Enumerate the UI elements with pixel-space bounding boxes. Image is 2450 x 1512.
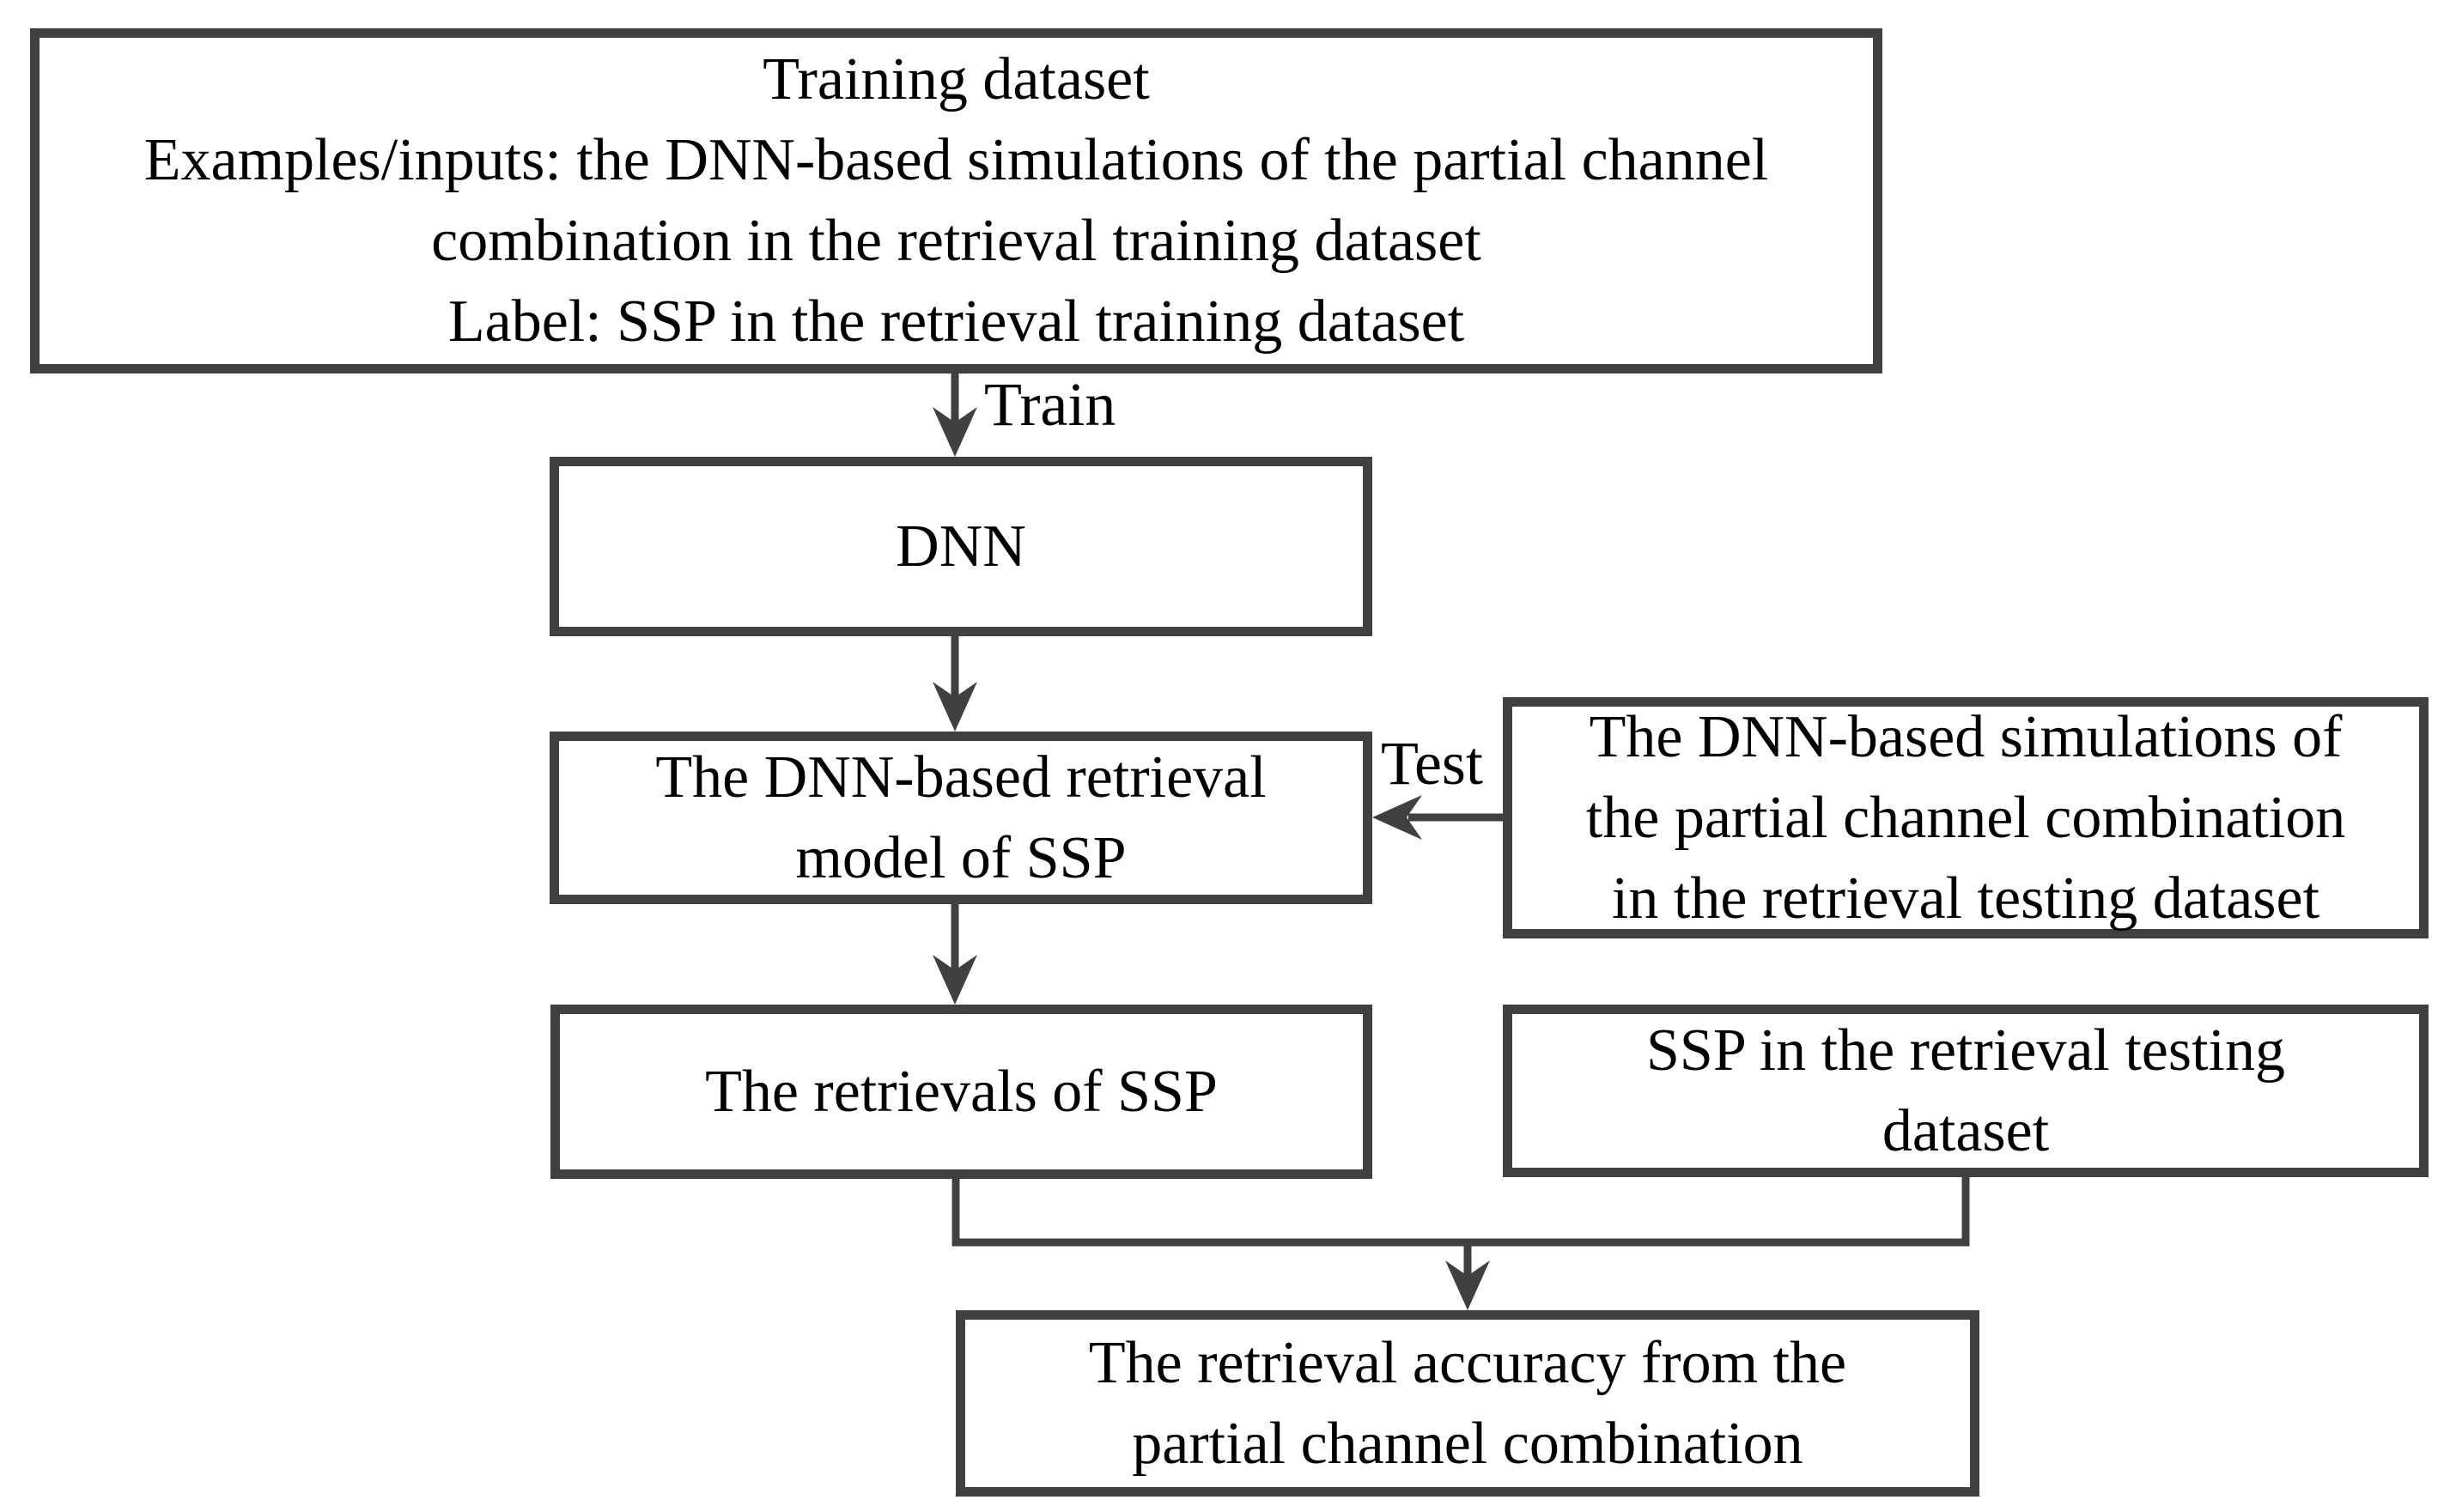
testing-simulations-box: The DNN-based simulations of the partial…	[1503, 697, 2429, 938]
text-line: Label: SSP in the retrieval training dat…	[447, 288, 1465, 355]
text-line: The DNN-based retrieval	[655, 744, 1267, 811]
arrowhead-left-test-icon	[1372, 795, 1422, 840]
arrowhead-down-retrievals-icon	[933, 955, 977, 1005]
text-line: the partial channel combination	[1585, 784, 2346, 851]
text-line: DNN	[896, 513, 1026, 580]
text-line: model of SSP	[795, 824, 1127, 891]
connector-merge-elbow	[951, 1177, 1970, 1247]
training-dataset-box: Training dataset Examples/inputs: the DN…	[30, 28, 1882, 373]
test-edge-label: Test	[1381, 729, 1483, 798]
arrowhead-down-accuracy-icon	[1445, 1260, 1490, 1310]
retrieval-model-box: The DNN-based retrieval model of SSP	[550, 732, 1372, 904]
text-line: The DNN-based simulations of	[1589, 703, 2343, 770]
text-line: Training dataset	[763, 46, 1150, 112]
text-line: SSP in the retrieval testing	[1646, 1017, 2285, 1084]
retrieval-accuracy-box: The retrieval accuracy from the partial …	[956, 1310, 1979, 1497]
text-line: The retrieval accuracy from the	[1088, 1329, 1847, 1396]
text-line: The retrievals of SSP	[705, 1058, 1218, 1125]
text-line: in the retrieval testing dataset	[1611, 865, 2320, 932]
dnn-box: DNN	[550, 457, 1372, 636]
text-line: Examples/inputs: the DNN-based simulatio…	[143, 127, 1769, 193]
ssp-testing-dataset-box: SSP in the retrieval testing dataset	[1503, 1005, 2429, 1177]
text-line: partial channel combination	[1132, 1410, 1803, 1477]
retrievals-of-ssp-box: The retrievals of SSP	[550, 1005, 1372, 1179]
text-line: dataset	[1882, 1097, 2050, 1164]
text-line: combination in the retrieval training da…	[431, 208, 1481, 274]
train-edge-label: Train	[984, 370, 1116, 439]
arrowhead-down-train-icon	[933, 407, 977, 457]
arrowhead-down-model-icon	[933, 682, 977, 732]
